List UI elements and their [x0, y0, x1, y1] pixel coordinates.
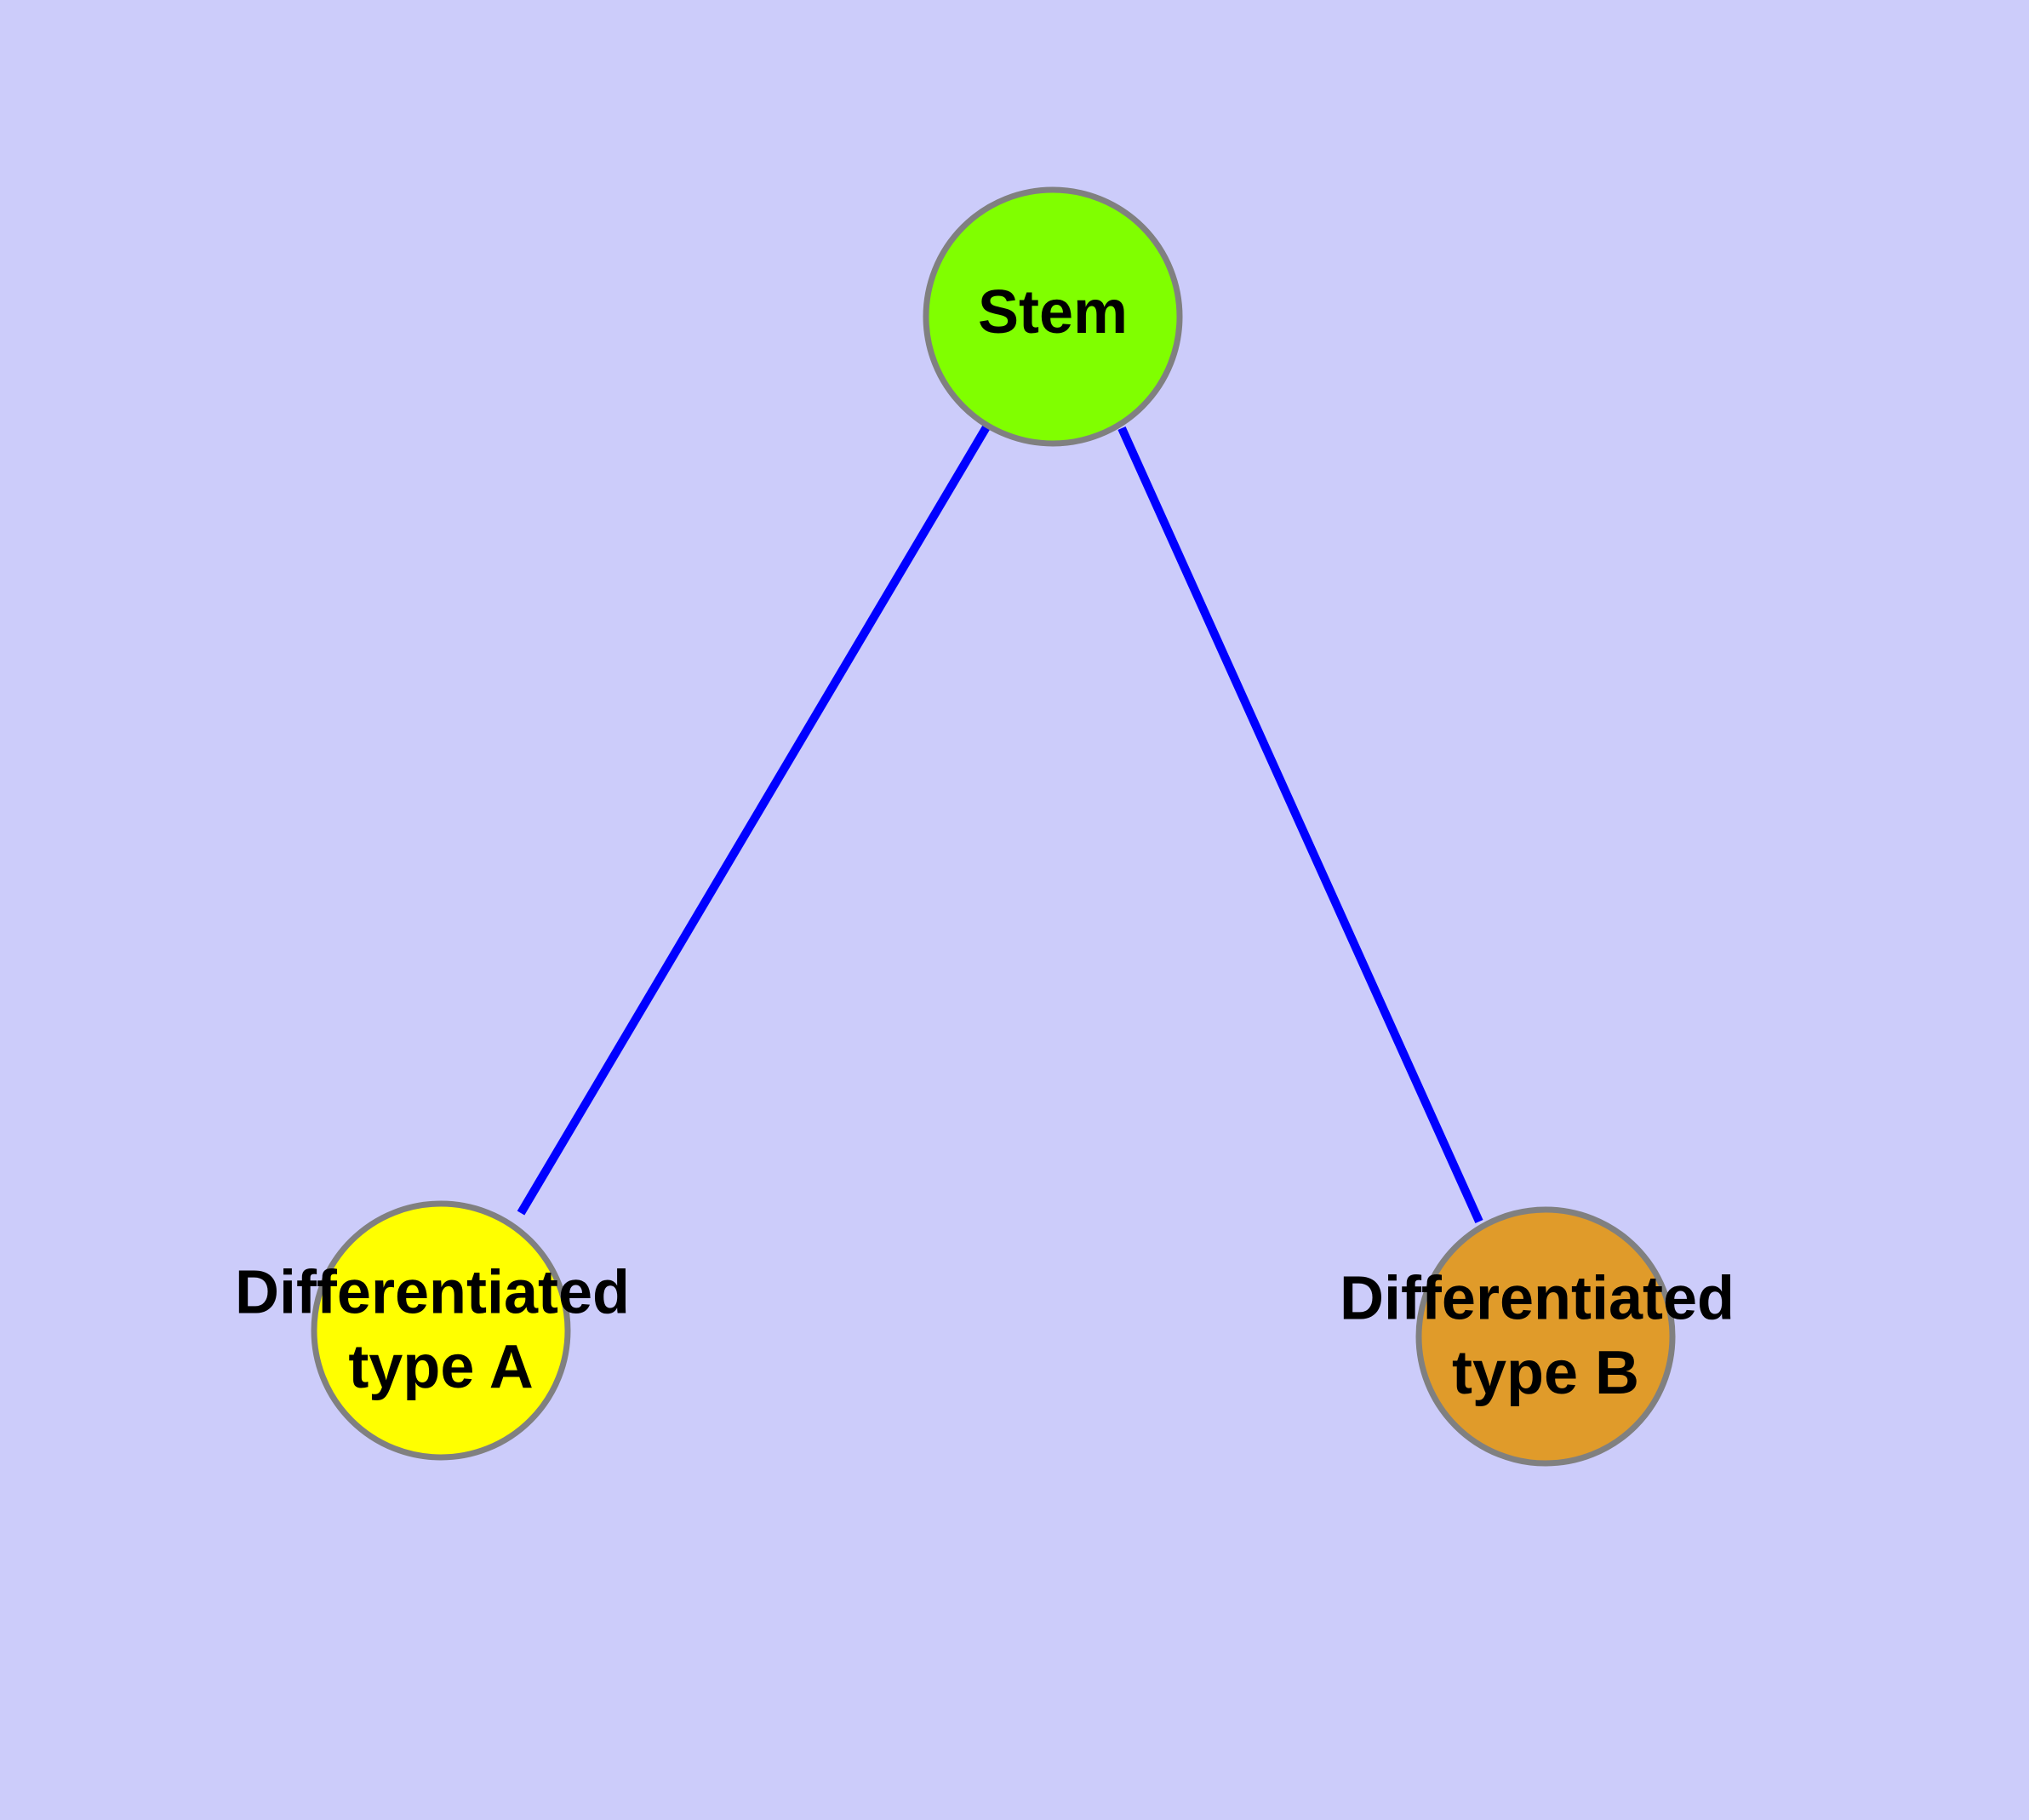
- node-label-differentiated-type-b-line2: type B: [1452, 1339, 1639, 1407]
- node-label-differentiated-type-a-line2: type A: [348, 1333, 533, 1401]
- edge-stem-to-differentiated-type-a[interactable]: [517, 423, 992, 1216]
- node-circle-differentiated-type-b[interactable]: [1415, 1206, 1676, 1467]
- node-stem[interactable]: [923, 186, 1183, 447]
- node-circle-stem[interactable]: [923, 186, 1183, 447]
- node-label-stem-line1: Stem: [978, 278, 1128, 346]
- node-label-differentiated-type-a-line1: Differentiated: [235, 1258, 630, 1326]
- node-differentiated-type-b[interactable]: [1415, 1206, 1676, 1467]
- node-differentiated-type-a[interactable]: [311, 1200, 571, 1461]
- node-label-differentiated-type-a: Differentiated type A: [235, 1258, 647, 1401]
- node-label-differentiated-type-b-line1: Differentiated: [1340, 1264, 1735, 1332]
- node-circle-differentiated-type-a[interactable]: [311, 1200, 571, 1461]
- labels-group: Stem Differentiated type A Differentiate…: [235, 278, 1752, 1407]
- edges-group: [517, 423, 1483, 1224]
- node-label-differentiated-type-b: Differentiated type B: [1340, 1264, 1752, 1407]
- node-label-stem: Stem: [978, 278, 1128, 346]
- edge-stem-to-differentiated-type-b[interactable]: [1117, 426, 1483, 1224]
- nodes-group: [311, 186, 1676, 1467]
